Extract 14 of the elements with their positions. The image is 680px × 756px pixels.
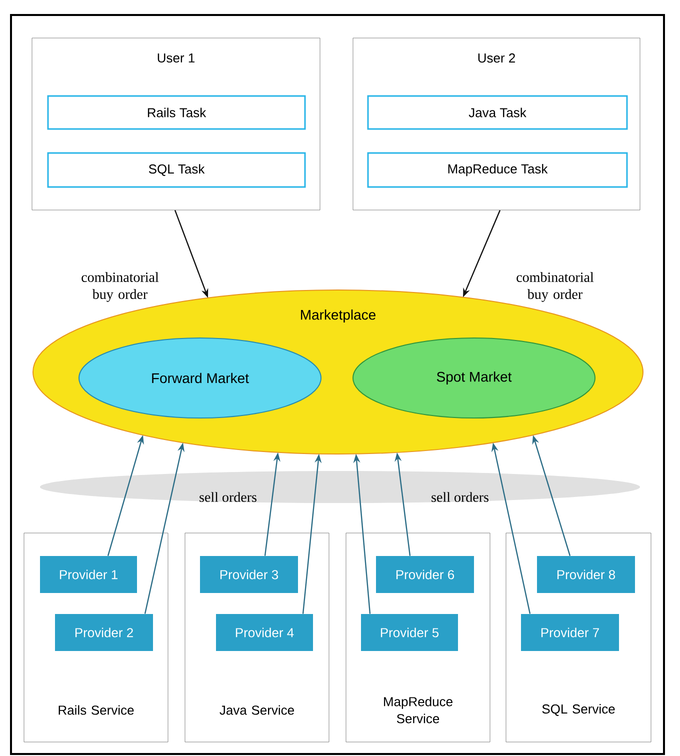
provider-box: Provider 1 <box>40 556 137 593</box>
provider-box: Provider 8 <box>537 556 635 593</box>
provider-box: Provider 7 <box>521 614 619 651</box>
task-box: SQL Task <box>47 152 306 188</box>
provider-box: Provider 5 <box>361 614 458 651</box>
task-box: MapReduce Task <box>367 152 628 188</box>
provider-box: Provider 6 <box>376 556 474 593</box>
sell-orders-label: sell orders <box>200 492 256 502</box>
provider-box: Provider 4 <box>216 614 313 651</box>
task-box: Rails Task <box>47 95 306 130</box>
provider-box: Provider 2 <box>55 614 153 651</box>
provider-box: Provider 3 <box>200 556 298 593</box>
sell-orders-label: sell orders <box>432 492 488 502</box>
task-box: Java Task <box>367 95 628 130</box>
